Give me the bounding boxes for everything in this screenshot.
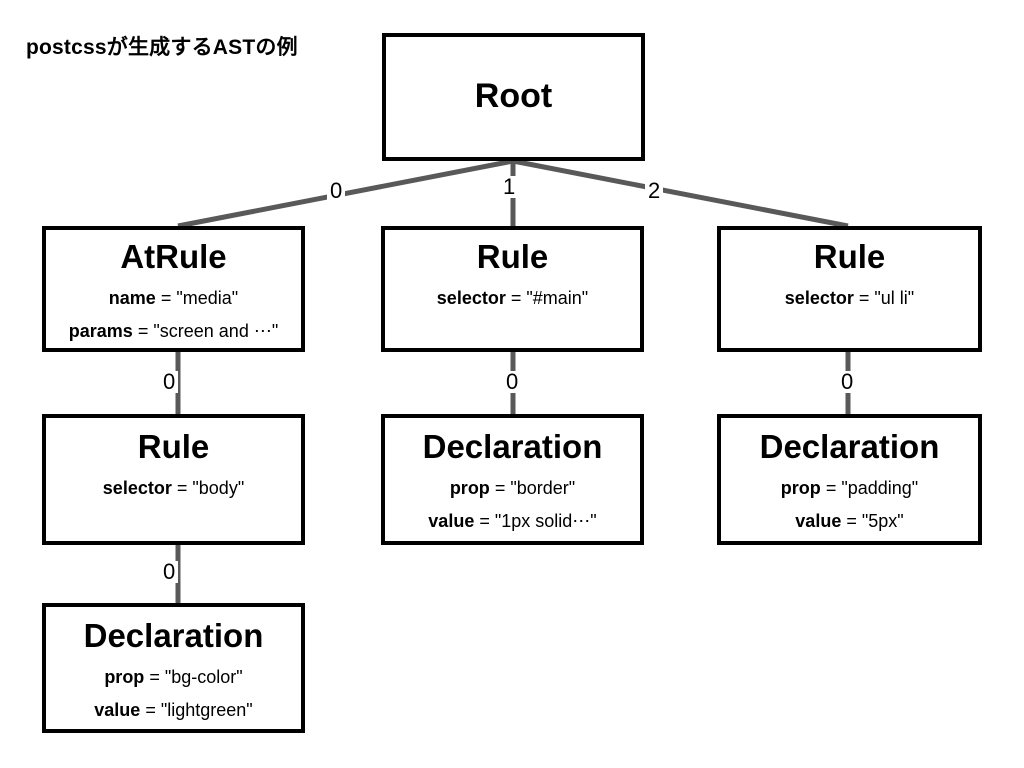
attr-key: selector (784, 287, 854, 308)
node-attr-value: value = "lightgreen" (94, 699, 253, 720)
node-rule-main-attrs: selector = "#main" (385, 275, 640, 308)
node-rule-body-title: Rule (137, 428, 210, 465)
page-title: postcssが生成するASTの例 (26, 36, 298, 59)
node-atrule[interactable]: AtRule name = "media" params = "screen a… (42, 226, 305, 352)
attr-equals: = (825, 477, 837, 498)
attr-value: "5px" (861, 510, 904, 531)
node-decl-bgcolor-attrs: prop = "bg-color" value = "lightgreen" (46, 654, 301, 720)
attr-equals: = (145, 699, 156, 720)
node-attr-params: params = "screen and ⋯" (68, 320, 279, 341)
node-rule-ulli-attrs: selector = "ul li" (721, 275, 978, 308)
attr-equals: = (176, 477, 188, 498)
node-atrule-title: AtRule (120, 238, 227, 275)
edge-label-root-2: 2 (645, 180, 664, 202)
attr-equals: = (846, 510, 857, 531)
edge-label-atrule-0: 0 (160, 371, 179, 393)
node-decl-padding-title: Declaration (759, 428, 940, 465)
attr-key: selector (436, 287, 506, 308)
edge-label-rule-body-0: 0 (160, 561, 179, 583)
attr-equals: = (160, 287, 172, 308)
attr-value: "1px solid⋯" (494, 510, 597, 531)
node-rule-ulli[interactable]: Rule selector = "ul li" (717, 226, 982, 352)
node-attr-name: name = "media" (108, 287, 239, 308)
node-decl-padding-attrs: prop = "padding" value = "5px" (721, 465, 978, 531)
node-rule-body-attrs: selector = "body" (46, 465, 301, 498)
attr-key: prop (449, 477, 490, 498)
node-attr-prop: prop = "border" (449, 477, 576, 498)
attr-value: "border" (510, 477, 576, 498)
attr-value: "screen and ⋯" (153, 320, 279, 341)
attr-value: "lightgreen" (160, 699, 253, 720)
edge-label-root-1: 1 (500, 176, 519, 198)
node-rule-main[interactable]: Rule selector = "#main" (381, 226, 644, 352)
attr-value: "padding" (841, 477, 919, 498)
attr-key: selector (102, 477, 172, 498)
node-decl-border-attrs: prop = "border" value = "1px solid⋯" (385, 465, 640, 531)
edge-label-rule-main-0: 0 (503, 371, 522, 393)
attr-value: "media" (176, 287, 239, 308)
attr-key: params (68, 320, 133, 341)
node-decl-padding[interactable]: Declaration prop = "padding" value = "5p… (717, 414, 982, 545)
node-rule-body[interactable]: Rule selector = "body" (42, 414, 305, 545)
node-root-title: Root (474, 77, 553, 116)
edge-root-rule-ulli (512, 158, 849, 229)
edge-label-rule-ulli-0: 0 (838, 371, 857, 393)
attr-equals: = (858, 287, 870, 308)
attr-equals: = (149, 666, 160, 687)
node-attr-prop: prop = "bg-color" (104, 666, 243, 687)
attr-key: name (108, 287, 156, 308)
edge-root-atrule (177, 158, 514, 229)
edge-label-root-0: 0 (327, 180, 346, 202)
node-root[interactable]: Root (382, 33, 645, 161)
node-attr-value: value = "1px solid⋯" (428, 510, 597, 531)
attr-key: value (428, 510, 475, 531)
attr-key: prop (780, 477, 821, 498)
node-attr-selector: selector = "ul li" (784, 287, 915, 308)
attr-key: value (795, 510, 842, 531)
node-decl-border[interactable]: Declaration prop = "border" value = "1px… (381, 414, 644, 545)
node-attr-selector: selector = "#main" (436, 287, 589, 308)
attr-value: "ul li" (874, 287, 915, 308)
node-attr-selector: selector = "body" (102, 477, 245, 498)
attr-key: value (94, 699, 141, 720)
attr-value: "#main" (526, 287, 589, 308)
attr-value: "bg-color" (164, 666, 243, 687)
attr-value: "body" (192, 477, 245, 498)
attr-equals: = (494, 477, 506, 498)
node-rule-main-title: Rule (476, 238, 549, 275)
attr-equals: = (510, 287, 522, 308)
node-atrule-attrs: name = "media" params = "screen and ⋯" (46, 275, 301, 341)
node-attr-value: value = "5px" (795, 510, 904, 531)
node-decl-bgcolor[interactable]: Declaration prop = "bg-color" value = "l… (42, 603, 305, 733)
node-decl-border-title: Declaration (422, 428, 603, 465)
node-rule-ulli-title: Rule (813, 238, 886, 275)
attr-equals: = (479, 510, 490, 531)
node-decl-bgcolor-title: Declaration (83, 617, 264, 654)
attr-key: prop (104, 666, 145, 687)
attr-equals: = (137, 320, 149, 341)
node-attr-prop: prop = "padding" (780, 477, 919, 498)
